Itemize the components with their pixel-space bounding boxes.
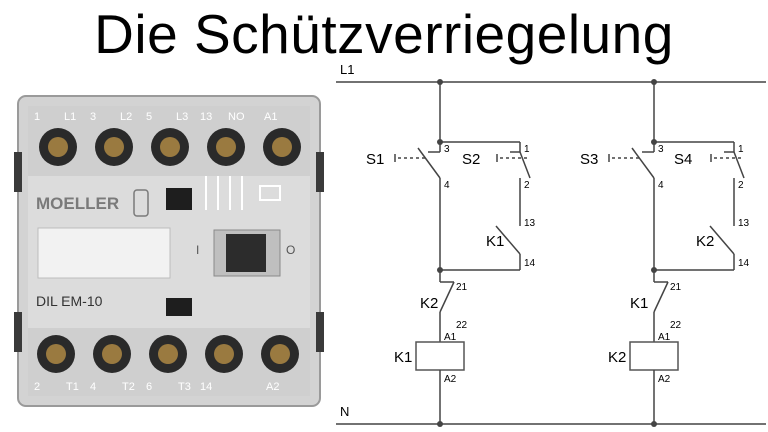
bottom-terminal-label: T1: [66, 381, 79, 393]
switch-s1: [417, 147, 441, 179]
bottom-terminal-label: A2: [266, 381, 279, 393]
label-s1: S1: [366, 151, 384, 168]
contact-k1-holding: [495, 225, 521, 255]
terminal-label: 21: [670, 282, 682, 293]
top-terminal-label: 3: [90, 111, 96, 123]
brand-logo: [133, 189, 149, 217]
coil-k1: [415, 341, 465, 371]
top-terminal-label: L1: [64, 111, 76, 123]
label-coil-k1: K1: [394, 349, 412, 366]
switch-s3: [631, 147, 655, 179]
top-terminal-screws: [39, 128, 301, 166]
bottom-terminal-label: 4: [90, 381, 96, 393]
label-k2-interlock: K2: [420, 295, 438, 312]
coil-k2: [629, 341, 679, 371]
bottom-terminal-label: 6: [146, 381, 152, 393]
label-k2-holding: K2: [696, 233, 714, 250]
top-terminal-label: NO: [228, 111, 245, 123]
page-title: Die Schützverriegelung: [94, 3, 674, 65]
terminal-label: 2: [738, 180, 744, 191]
terminal-label: A2: [658, 374, 671, 385]
label-plate: [37, 227, 171, 279]
brand-label: MOELLER: [36, 194, 119, 213]
top-terminal-label: 13: [200, 111, 212, 123]
label-k1-interlock: K1: [630, 295, 648, 312]
terminal-label: 13: [738, 218, 750, 229]
interlock-schematic: L1 N S1 S2 K1 K2 K1 S3 S4 K2 K1 K2 3 4 1…: [336, 62, 766, 427]
rail-label-l1: L1: [340, 62, 354, 77]
terminal-label: A2: [444, 374, 457, 385]
switch-s4: [733, 151, 745, 179]
top-terminal-label: 5: [146, 111, 152, 123]
terminal-label: 21: [456, 282, 468, 293]
top-terminal-label: L2: [120, 111, 132, 123]
terminal-label: 3: [658, 144, 664, 155]
terminal-label: 3: [444, 144, 450, 155]
label-k1-holding: K1: [486, 233, 504, 250]
contact-k1-interlock: [653, 281, 669, 313]
top-terminal-label: 1: [34, 111, 40, 123]
contact-k2-holding: [709, 225, 735, 255]
bottom-terminal-label: 14: [200, 381, 212, 393]
terminal-label: 4: [658, 180, 664, 191]
terminal-label: 22: [670, 320, 682, 331]
contactor-photo: 1 L1 3 L2 5 L3 13 NO A1 MOELLER DIL EM-1…: [14, 95, 324, 407]
terminal-label: 2: [524, 180, 530, 191]
switch-label-off: O: [286, 243, 295, 257]
terminal-label: 22: [456, 320, 468, 331]
terminal-label: 14: [738, 258, 750, 269]
terminal-label: 14: [524, 258, 536, 269]
label-s4: S4: [674, 151, 692, 168]
bottom-terminal-label: T3: [178, 381, 191, 393]
model-label: DIL EM-10: [36, 293, 103, 309]
switch-label-on: I: [196, 243, 199, 257]
bottom-terminal-label: T2: [122, 381, 135, 393]
terminal-label: 1: [524, 144, 530, 155]
bottom-terminal-label: 2: [34, 381, 40, 393]
switch-s2: [519, 151, 531, 179]
terminal-label: 1: [738, 144, 744, 155]
contact-k2-interlock: [439, 281, 455, 313]
contact-symbol: [205, 176, 281, 210]
label-s2: S2: [462, 151, 480, 168]
label-s3: S3: [580, 151, 598, 168]
terminal-label: A1: [658, 332, 671, 343]
terminal-label: 4: [444, 180, 450, 191]
indicator-window: [166, 188, 192, 210]
bottom-terminal-screws: [37, 335, 299, 373]
top-terminal-label: A1: [264, 111, 277, 123]
rail-label-n: N: [340, 404, 349, 419]
top-terminal-label: L3: [176, 111, 188, 123]
terminal-label: A1: [444, 332, 457, 343]
terminal-label: 13: [524, 218, 536, 229]
label-coil-k2: K2: [608, 349, 626, 366]
indicator-window: [166, 298, 192, 316]
